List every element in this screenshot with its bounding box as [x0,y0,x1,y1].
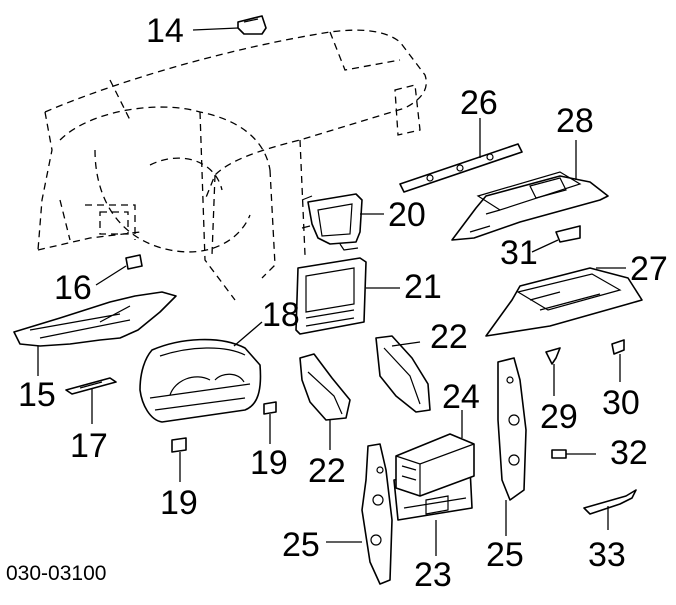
part-15-lower-panel [13,291,177,376]
callout-25a: 25 [282,526,320,564]
part-32-bolt [551,449,596,459]
dashboard-outline [37,29,427,301]
callout-24: 24 [442,378,480,416]
callout-26: 26 [460,84,498,122]
callout-29: 29 [540,398,578,436]
callout-23: 23 [414,556,452,594]
callout-28: 28 [556,102,594,140]
callout-16: 16 [54,269,92,307]
callout-33: 33 [588,536,626,574]
part-27-glove-box-door [485,267,643,337]
part-26-rail [399,118,523,193]
part-19b-clip [263,401,277,444]
callout-27: 27 [630,250,668,288]
callout-21: 21 [404,268,442,306]
callout-30: 30 [602,384,640,422]
callout-32: 32 [610,434,648,472]
part-25a-bracket [326,443,393,585]
part-18-instrument-cluster [139,321,263,423]
part-16-clip [95,254,143,286]
callout-31: 31 [500,234,538,272]
callout-15: 15 [18,376,56,414]
callout-22a: 22 [430,318,468,356]
part-22a-side-panel [375,335,431,413]
part-22b-side-panel [299,353,351,450]
callout-19a: 19 [160,484,198,522]
part-24-radio-unit [395,410,475,497]
callout-17: 17 [70,427,108,465]
part-28-glove-box [451,140,609,241]
callout-14: 14 [146,12,184,50]
part-19a-clip [171,437,187,482]
callout-18: 18 [262,296,300,334]
callout-25b: 25 [486,536,524,574]
part-14-bracket [192,15,267,35]
callout-19b: 19 [250,444,288,482]
callout-22b: 22 [308,452,346,490]
part-33-latch [583,489,637,530]
diagram-code: 030-03100 [6,562,107,585]
part-30-clip [611,339,625,382]
part-20-bracket [301,193,384,251]
callout-20: 20 [388,196,426,234]
part-29-clip [545,347,561,396]
part-25b-bracket [497,357,527,536]
part-21-bezel [295,257,400,335]
part-17-gasket [65,377,117,424]
part-31-pad [531,225,581,253]
